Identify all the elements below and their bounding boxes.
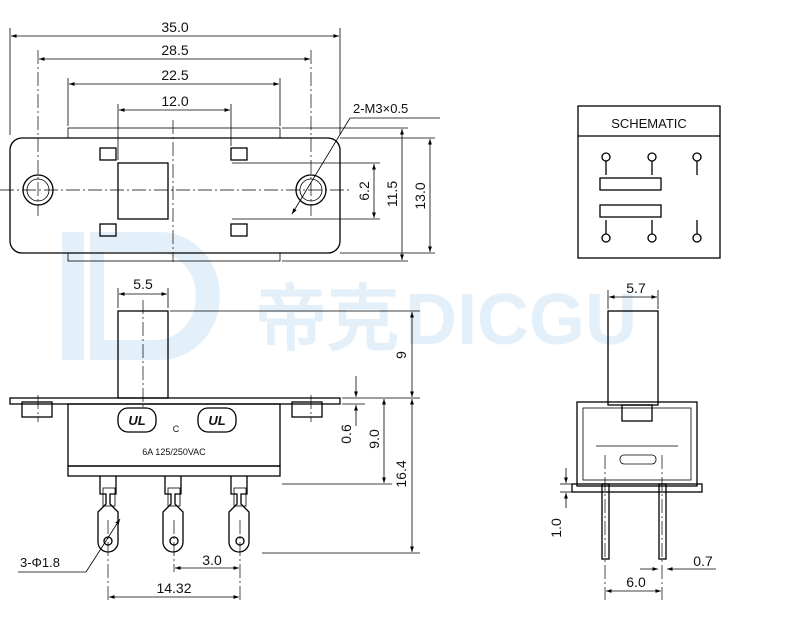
schematic-contact-upper xyxy=(599,177,662,191)
ul-mark-left xyxy=(117,407,157,433)
schematic: SCHEMATIC xyxy=(577,105,721,259)
solder-pin-left xyxy=(97,476,119,553)
watermark: 帝克 DICGU xyxy=(62,232,637,360)
svg-text:UL: UL xyxy=(208,413,225,428)
schematic-frame xyxy=(577,105,721,259)
body-bottom-edge xyxy=(67,252,281,262)
front-view: UL UL C 6A 125/250VAC 5.5 xyxy=(9,276,420,600)
dim-body-height-front: 9.0 xyxy=(366,429,382,449)
dim-actuator-width: 5.5 xyxy=(133,276,153,292)
dim-flange-thickness: 0.6 xyxy=(338,424,354,444)
ul-mark-right xyxy=(197,407,237,433)
dim-height-to-pins: 16.4 xyxy=(393,460,409,487)
dim-body-length: 22.5 xyxy=(161,67,188,83)
dim-pin-offset: 1.0 xyxy=(548,518,564,538)
dim-slot-height: 6.2 xyxy=(356,181,372,201)
dim-overall-height: 13.0 xyxy=(412,182,428,209)
marking-rating: 6A 125/250VAC xyxy=(142,447,206,457)
dim-pin-span: 14.32 xyxy=(156,580,191,596)
dim-actuator-height: 9 xyxy=(393,351,409,359)
actuator-slot xyxy=(117,162,169,220)
side-pin-left xyxy=(601,483,610,560)
dim-pin-spacing: 6.0 xyxy=(626,574,646,590)
mounting-flange xyxy=(9,397,341,405)
side-view: 5.7 1.0 6.0 0.7 xyxy=(548,280,716,600)
top-view: 35.0 28.5 22.5 12.0 6.2 11.5 13.0 2-M3×0… xyxy=(0,19,440,262)
schematic-contact-lower xyxy=(599,204,662,218)
marking-c: C xyxy=(173,424,180,434)
dim-pin-thickness: 0.7 xyxy=(693,553,713,569)
callout-hole: 3-Φ1.8 xyxy=(20,555,60,570)
schematic-title: SCHEMATIC xyxy=(611,116,687,131)
dim-body-height: 11.5 xyxy=(384,181,400,207)
dim-overall-length: 35.0 xyxy=(161,19,188,35)
dim-pin-pitch: 3.0 xyxy=(202,552,222,568)
dim-side-actuator-width: 5.7 xyxy=(626,280,646,296)
callout-thread: 2-M3×0.5 xyxy=(353,101,408,116)
solder-pin-center xyxy=(162,476,184,553)
solder-pin-right xyxy=(228,476,250,553)
watermark-brand-en: DICGU xyxy=(405,280,637,360)
side-body xyxy=(576,401,698,487)
dim-hole-pitch: 28.5 xyxy=(161,42,188,58)
side-pin-right xyxy=(658,483,667,560)
dim-slot-length: 12.0 xyxy=(161,93,188,109)
body-top-edge xyxy=(67,127,281,139)
watermark-brand-cn: 帝克 xyxy=(255,280,399,360)
svg-text:UL: UL xyxy=(128,413,145,428)
